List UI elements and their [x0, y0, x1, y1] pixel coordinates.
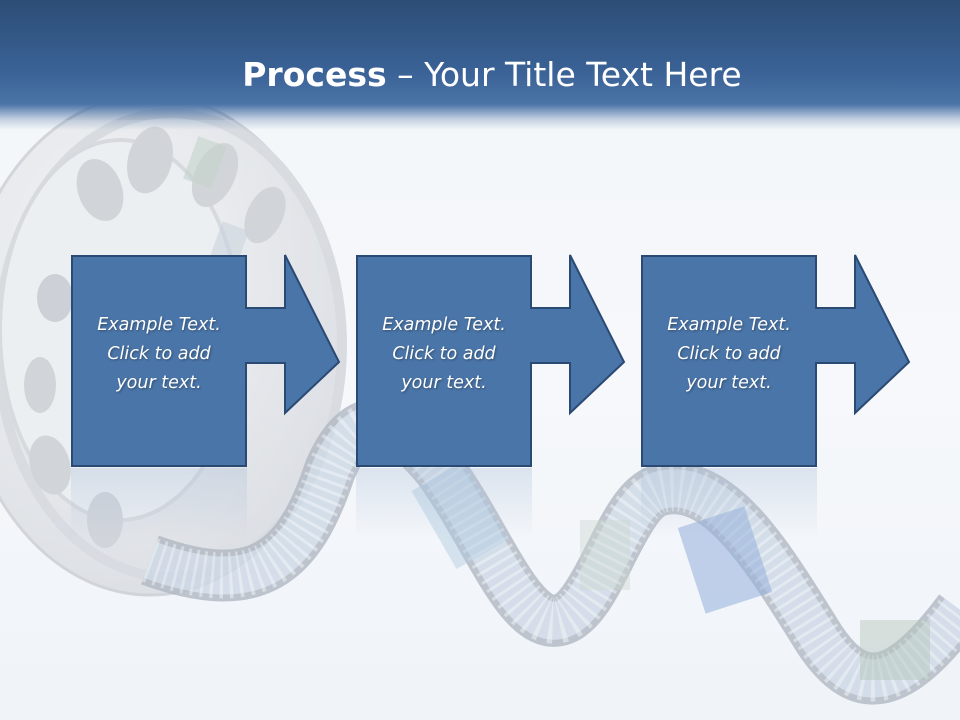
step-1-text: Example Text. Click to add your text.	[97, 315, 221, 393]
step-3-text: Example Text. Click to add your text.	[667, 315, 791, 393]
slide-title[interactable]: Process – Your Title Text Here	[0, 50, 960, 100]
step-3-reflection	[641, 468, 817, 538]
film-strip	[141, 398, 960, 705]
step-3-shape	[641, 254, 911, 467]
process-step-3[interactable]: Example Text. Click to add your text.	[641, 254, 911, 467]
title-bar	[0, 0, 960, 130]
step-2-shape	[356, 254, 626, 467]
title-bold: Process	[242, 55, 387, 94]
step-2-text: Example Text. Click to add your text.	[382, 315, 506, 393]
process-step-1[interactable]: Example Text. Click to add your text.	[71, 254, 341, 467]
title-rest: – Your Title Text Here	[386, 55, 742, 94]
step-1-reflection	[71, 468, 247, 538]
process-step-2[interactable]: Example Text. Click to add your text.	[356, 254, 626, 467]
step-2-reflection	[356, 468, 532, 538]
step-1-shape	[71, 254, 341, 467]
